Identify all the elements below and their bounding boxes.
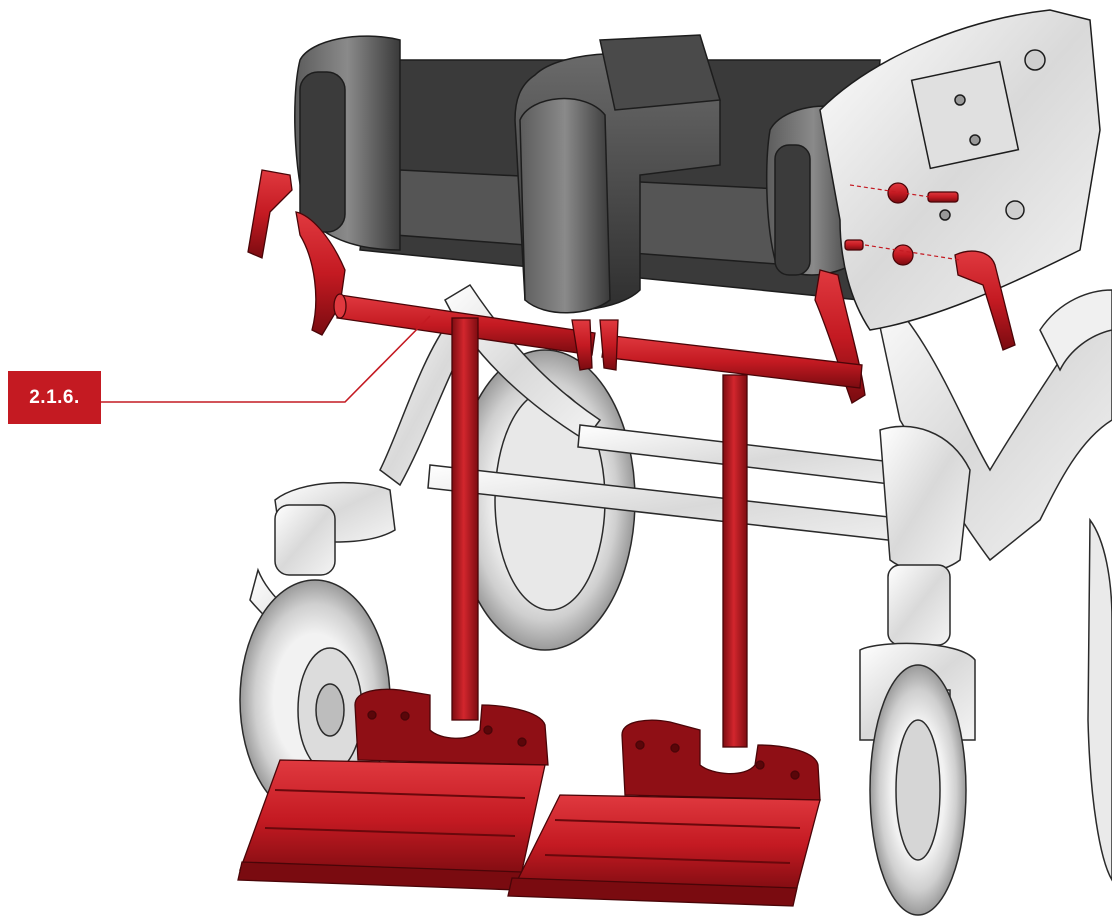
- callout-marker: [8, 371, 101, 424]
- left-footplate-bracket: [354, 688, 549, 766]
- left-lever: [247, 169, 293, 259]
- callout-leader-line: [101, 315, 431, 403]
- left-hanger-bracket: [295, 211, 346, 336]
- right-footplate-bracket: [621, 719, 821, 801]
- screw-lower: [844, 239, 864, 251]
- left-post: [451, 317, 479, 721]
- callout-label: 2.1.6.: [29, 386, 80, 408]
- spacer-lower: [892, 244, 914, 266]
- highlighted-footrest: [237, 169, 1016, 907]
- right-lever: [954, 250, 1016, 351]
- right-caster-fork: [887, 564, 951, 646]
- frame-structure: [239, 278, 1112, 916]
- assembly-lines: [849, 184, 961, 261]
- spacer-upper: [887, 182, 909, 204]
- seat-assembly: [294, 9, 1101, 331]
- screw-upper: [927, 191, 959, 203]
- right-post: [722, 374, 748, 748]
- left-footplate: [239, 759, 546, 881]
- side-plate: [819, 9, 1101, 331]
